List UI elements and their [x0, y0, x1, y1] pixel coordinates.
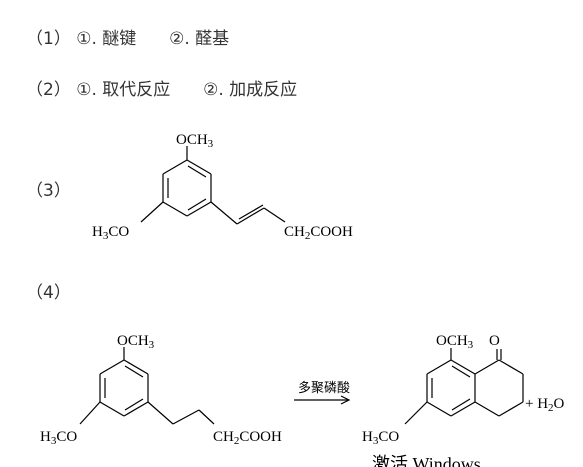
- reactant-left-bond: [79, 401, 101, 425]
- reaction-arrow: [294, 395, 351, 405]
- reactant-top-group: OCH3: [117, 333, 155, 351]
- structure-3-chain-group: CH2COOH: [284, 224, 353, 242]
- answer-1a: ①. 醚键: [76, 29, 137, 49]
- answer-2b: ②. 加成反应: [203, 80, 298, 100]
- reaction-condition: 多聚磷酸: [298, 380, 350, 396]
- question-label-2: （2）: [26, 80, 71, 100]
- reactant-benzene-ring: [99, 359, 149, 417]
- product-left-group: H3CO: [362, 429, 399, 447]
- answer-2a: ①. 取代反应: [76, 80, 171, 100]
- structure-3-left-group: H3CO: [92, 224, 129, 242]
- windows-activation-watermark: 激活 Windows: [372, 454, 481, 467]
- question-label-4: （4）: [26, 283, 71, 303]
- product-carbonyl-bond: [496, 349, 502, 360]
- byproduct-water: + H2O: [525, 396, 565, 414]
- question-label-1: （1）: [26, 29, 71, 49]
- reactant-left-group: H3CO: [40, 429, 77, 447]
- product-carbonyl-o: O: [489, 333, 500, 349]
- answer-line-1: （1） ①. 醚键 ②. 醛基: [26, 24, 229, 49]
- structure-3-left-bond: [140, 201, 164, 223]
- product-aromatic-ring: [426, 359, 476, 417]
- structure-3-top-group: OCH3: [176, 132, 214, 150]
- question-label-3: （3）: [26, 181, 71, 201]
- reactant-side-chain: [147, 401, 215, 425]
- reactant-chain-group: CH2COOH: [213, 429, 282, 447]
- product-left-bond: [404, 401, 428, 425]
- answer-1b: ②. 醛基: [169, 29, 230, 49]
- answer-line-2: （2） ①. 取代反应 ②. 加成反应: [26, 75, 297, 100]
- structure-3-side-chain: [210, 201, 286, 225]
- structure-3-benzene-ring: [162, 159, 212, 217]
- product-top-group: OCH3: [436, 333, 474, 351]
- product-saturated-ring: [474, 359, 524, 417]
